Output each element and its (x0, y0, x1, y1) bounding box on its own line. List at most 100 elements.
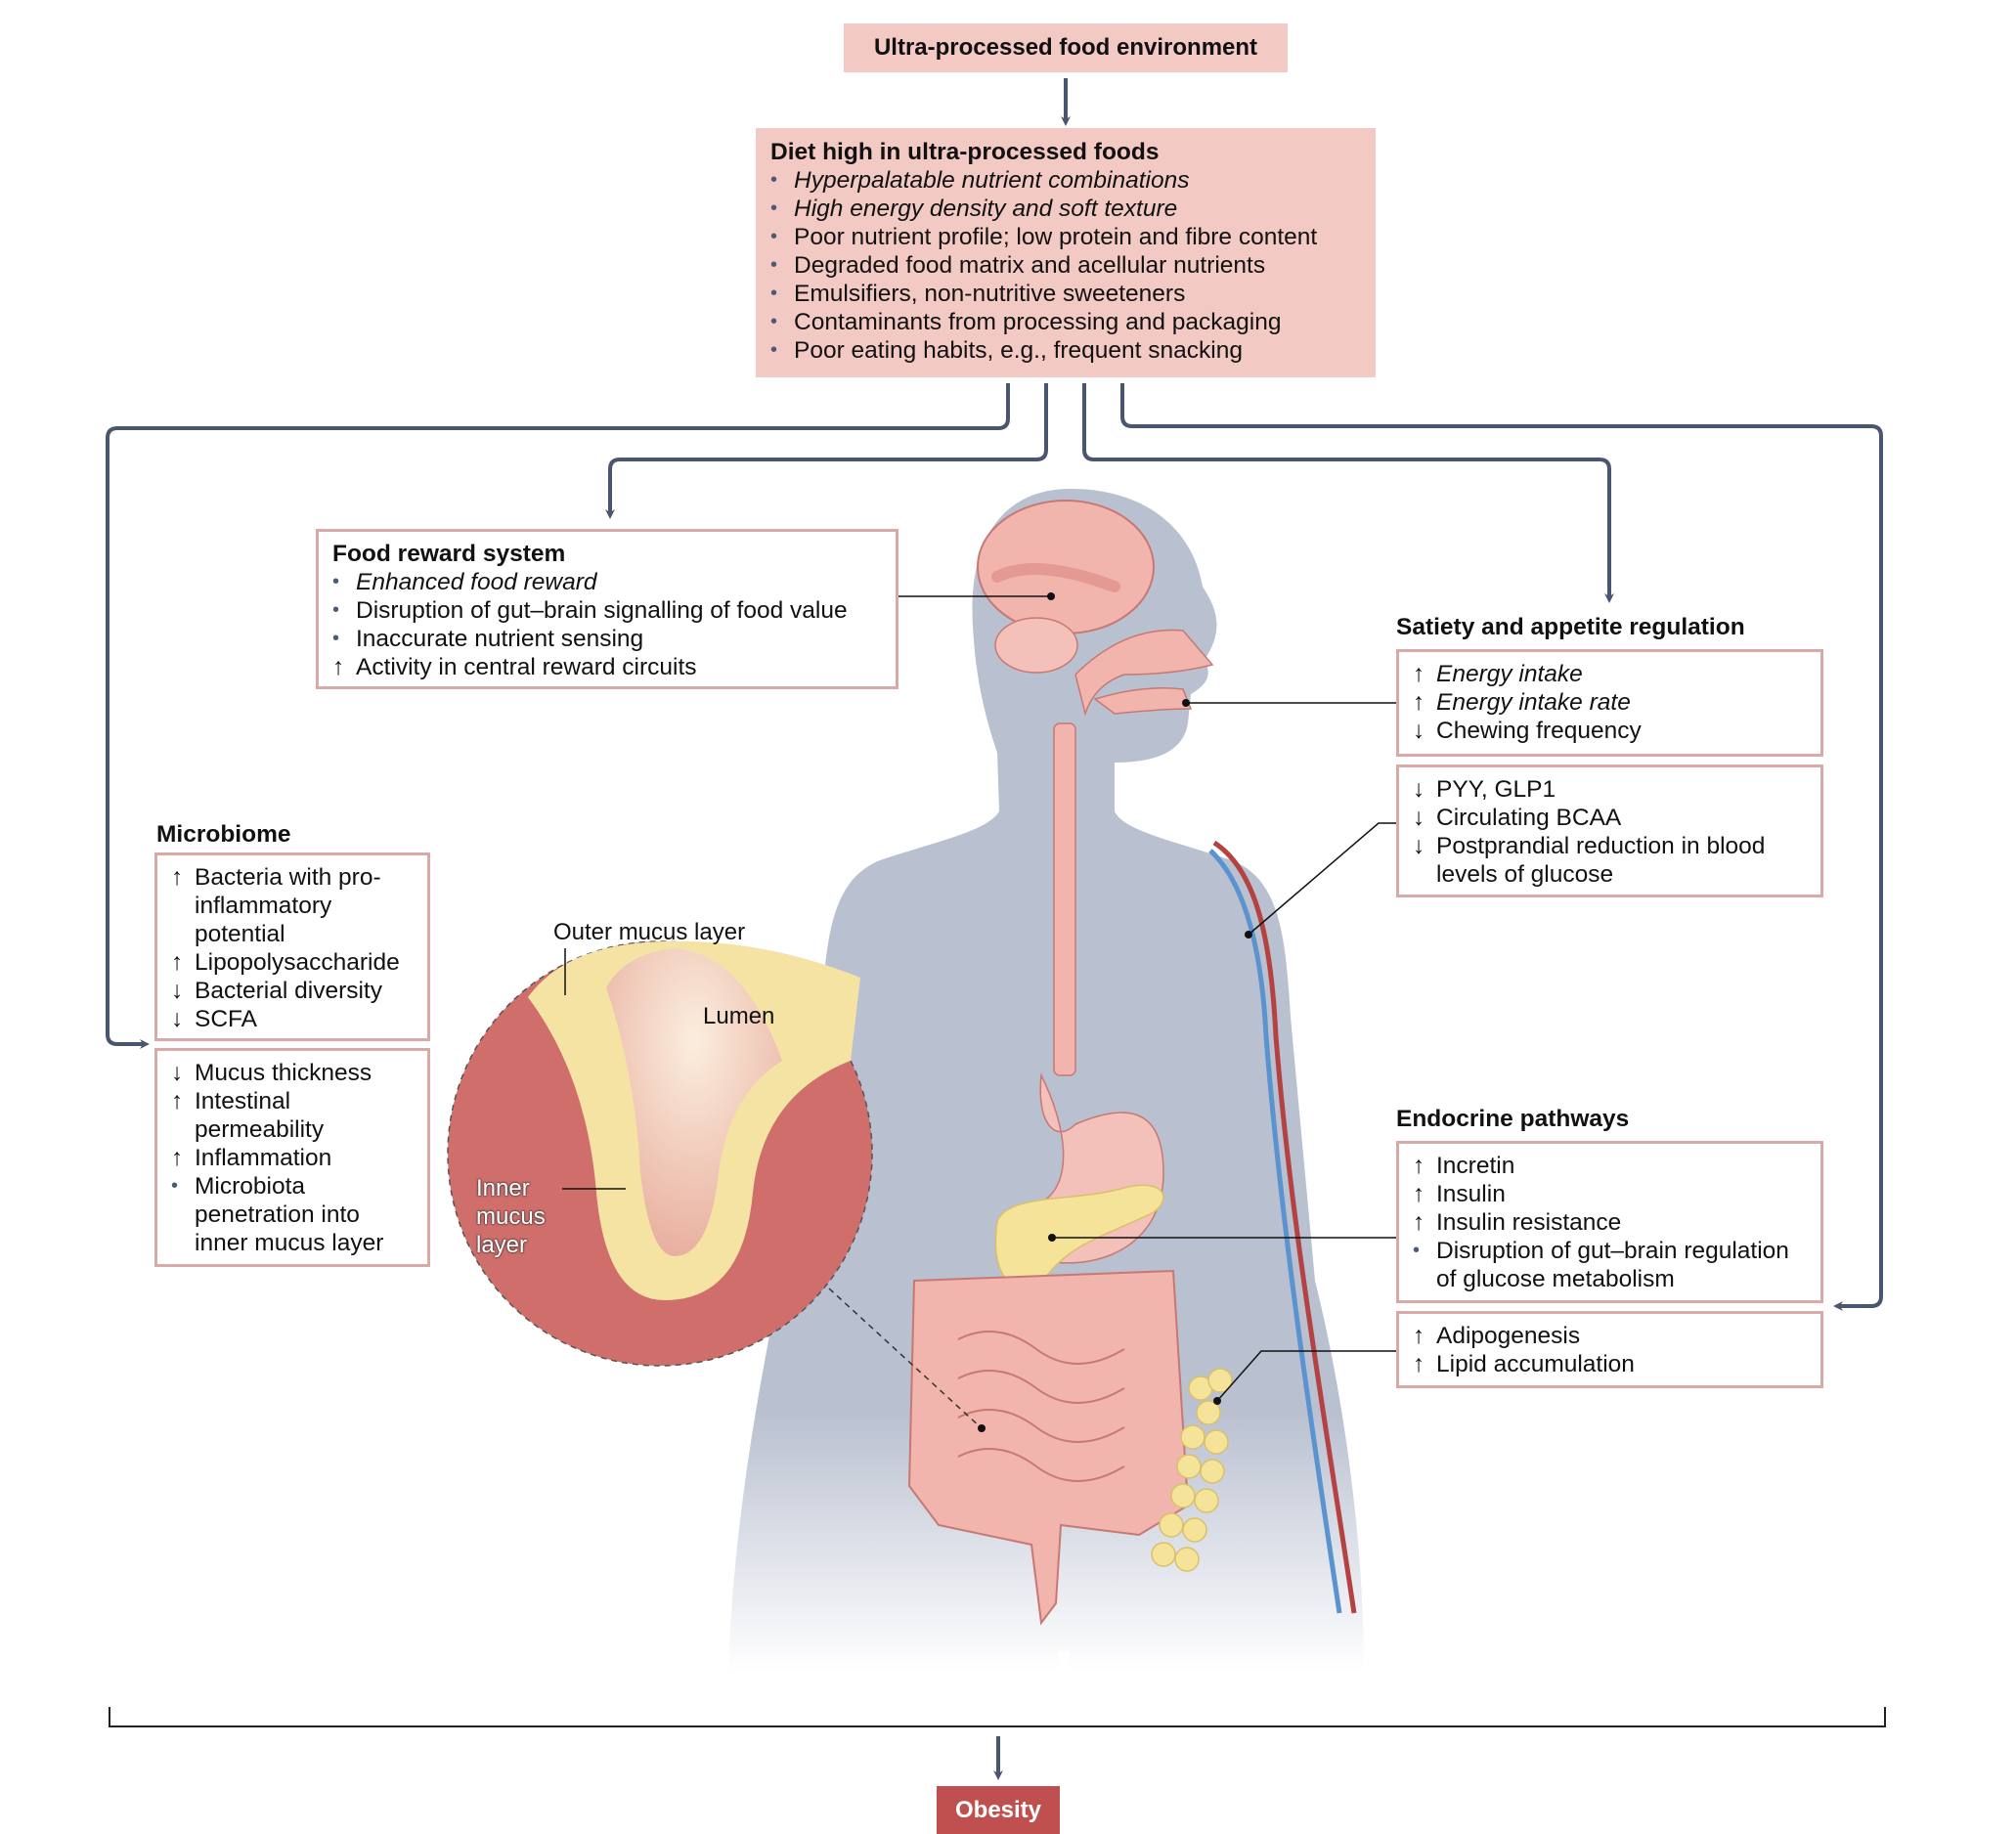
list-item-text: Disruption of gut–brain regulation of gl… (1436, 1238, 1789, 1292)
bullet-icon: • (770, 311, 778, 332)
satiety-list-2: ↓PYY, GLP1↓Circulating BCAA↓Postprandial… (1413, 775, 1807, 889)
endocrine-list-2: ↑ Adipogenesis ↑ Lipid accumulation (1413, 1322, 1807, 1378)
down-arrow-icon: ↓ (1413, 805, 1425, 831)
up-arrow-icon: ↑ (1413, 1351, 1425, 1377)
up-arrow-icon: ↑ (1413, 1181, 1425, 1207)
list-item: ↓ SCFA (171, 1005, 414, 1033)
list-item: •Degraded food matrix and acellular nutr… (770, 251, 1361, 280)
list-item: •Enhanced food reward (332, 568, 882, 596)
microbiome-list-2: ↓Mucus thickness↑Intestinal permeability… (171, 1059, 414, 1257)
list-item: ↑ Incretin (1413, 1152, 1807, 1180)
list-item: ↑Energy intake (1413, 660, 1807, 688)
down-arrow-icon: ↓ (1413, 776, 1425, 803)
list-item: • Microbiota penetration into inner mucus… (171, 1172, 414, 1257)
bullet-icon: • (770, 254, 778, 276)
endocrine-box-2: ↑ Adipogenesis ↑ Lipid accumulation (1396, 1311, 1823, 1388)
list-item: • Disruption of gut–brain regulation of g… (1413, 1237, 1807, 1293)
list-item-text: Insulin (1436, 1181, 1506, 1207)
list-item-text: Hyperpalatable nutrient combinations (794, 167, 1190, 194)
up-arrow-icon: ↑ (1413, 661, 1425, 687)
up-arrow-icon: ↑ (171, 864, 184, 891)
obesity-box: Obesity (937, 1786, 1060, 1834)
list-item: ↑Intestinal permeability (171, 1087, 414, 1144)
microbiome-heading: Microbiome (156, 821, 291, 848)
bullet-icon: • (332, 571, 340, 592)
food-reward-heading: Food reward system (332, 541, 566, 567)
list-item: ↑Inflammation (171, 1144, 414, 1172)
list-item-text: Incretin (1436, 1153, 1515, 1179)
list-item: • Emulsifiers, non-nutritive sweeteners (770, 280, 1361, 308)
annotation-leaders (562, 595, 1396, 1402)
inner-mucus-layer-label: Inner mucus layer (476, 1175, 546, 1258)
outcome-bracket (109, 1707, 1886, 1727)
title-text: Ultra-processed food environment (873, 34, 1258, 61)
list-item: •Inaccurate nutrient sensing (332, 625, 882, 653)
list-item-text: Chewing frequency (1436, 718, 1642, 744)
list-item: ↓ Postprandial reduction in blood levels … (1413, 832, 1807, 889)
food-reward-list: •Enhanced food reward•Disruption of gut–… (332, 568, 882, 681)
list-item-text: Insulin resistance (1436, 1209, 1622, 1236)
list-item: ↑Energy intake rate (1413, 688, 1807, 717)
microbiome-list-1: ↑ Bacteria with pro-inflammatory potentia… (171, 863, 414, 1033)
bullet-icon: • (770, 226, 778, 247)
list-item-text: Emulsifiers, non-nutritive sweeteners (794, 281, 1186, 307)
obesity-text: Obesity (954, 1797, 1042, 1823)
body-silhouette (728, 489, 1364, 1672)
down-arrow-icon: ↓ (1413, 833, 1425, 859)
blood-vessels-illustration (1208, 840, 1357, 1614)
arrow-diet-to-satiety (1082, 383, 1614, 603)
list-item-text: PYY, GLP1 (1436, 776, 1556, 803)
list-item-text: SCFA (195, 1006, 257, 1032)
list-item-text: Inflammation (195, 1145, 332, 1171)
list-item: ↑Lipopolysaccharide (171, 948, 414, 977)
list-item: ↑Activity in central reward circuits (332, 653, 882, 681)
list-item-text: Poor nutrient profile; low protein and f… (794, 224, 1318, 250)
arrow-diet-to-microbiome (106, 383, 1010, 1049)
satiety-box-2: ↓PYY, GLP1↓Circulating BCAA↓Postprandial… (1396, 764, 1823, 897)
up-arrow-icon: ↑ (332, 654, 345, 680)
list-item-text: High energy density and soft texture (794, 196, 1178, 222)
down-arrow-icon: ↓ (171, 1060, 184, 1086)
down-arrow-icon: ↓ (171, 1006, 184, 1032)
bullet-icon: • (332, 599, 340, 621)
bullet-icon: • (770, 169, 778, 191)
intestines-illustration (907, 1269, 1190, 1626)
list-item: ↓Bacterial diversity (171, 977, 414, 1005)
gut-wall-inset (447, 940, 983, 1429)
list-item-text: Intestinal permeability (195, 1088, 325, 1143)
list-item: •Poor eating habits, e.g., frequent snac… (770, 336, 1361, 365)
title-box: Ultra-processed food environment (844, 23, 1288, 72)
list-item: ↓ PYY, GLP1 (1413, 775, 1807, 804)
annotation-dots (978, 592, 1252, 1432)
food-reward-box: Food reward system •Enhanced food reward… (316, 529, 898, 689)
diet-box: Diet high in ultra-processed foods •Hype… (756, 128, 1376, 377)
bullet-icon: • (770, 283, 778, 304)
list-item-text: Lipid accumulation (1436, 1351, 1635, 1377)
diet-list: • Hyperpalatable nutrient combinations • Hi… (770, 166, 1361, 365)
list-item: ↑ Insulin (1413, 1180, 1807, 1208)
up-arrow-icon: ↑ (1413, 1323, 1425, 1349)
up-arrow-icon: ↑ (1413, 689, 1425, 716)
outer-mucus-layer-label: Outer mucus layer (553, 919, 746, 945)
bullet-icon: • (171, 1175, 179, 1197)
microbiome-box-1: ↑ Bacteria with pro-inflammatory potentia… (154, 852, 430, 1041)
list-item-text: Postprandial reduction in blood levels o… (1436, 833, 1766, 888)
list-item: • Hyperpalatable nutrient combinations (770, 166, 1361, 195)
bullet-icon: • (1413, 1240, 1421, 1261)
list-item: ↑ Adipogenesis (1413, 1322, 1807, 1350)
list-item-text: Bacterial diversity (195, 978, 382, 1004)
bullet-icon: • (332, 628, 340, 649)
list-item-text: Lipopolysaccharide (195, 949, 400, 976)
up-arrow-icon: ↑ (1413, 1153, 1425, 1179)
list-item-text: Bacteria with pro-inflammatory potential (195, 864, 381, 947)
satiety-heading: Satiety and appetite regulation (1396, 614, 1745, 640)
lumen-label: Lumen (703, 1003, 775, 1029)
down-arrow-icon: ↓ (1413, 718, 1425, 744)
list-item-text: Disruption of gut–brain signalling of fo… (356, 597, 848, 624)
list-item: ↓Mucus thickness (171, 1059, 414, 1087)
list-item-text: Adipogenesis (1436, 1323, 1581, 1349)
list-item-text: Microbiota penetration into inner mucus … (195, 1173, 384, 1256)
satiety-list-1: ↑Energy intake↑Energy intake rate↓ Chewin… (1413, 660, 1807, 745)
endocrine-heading: Endocrine pathways (1396, 1106, 1630, 1132)
